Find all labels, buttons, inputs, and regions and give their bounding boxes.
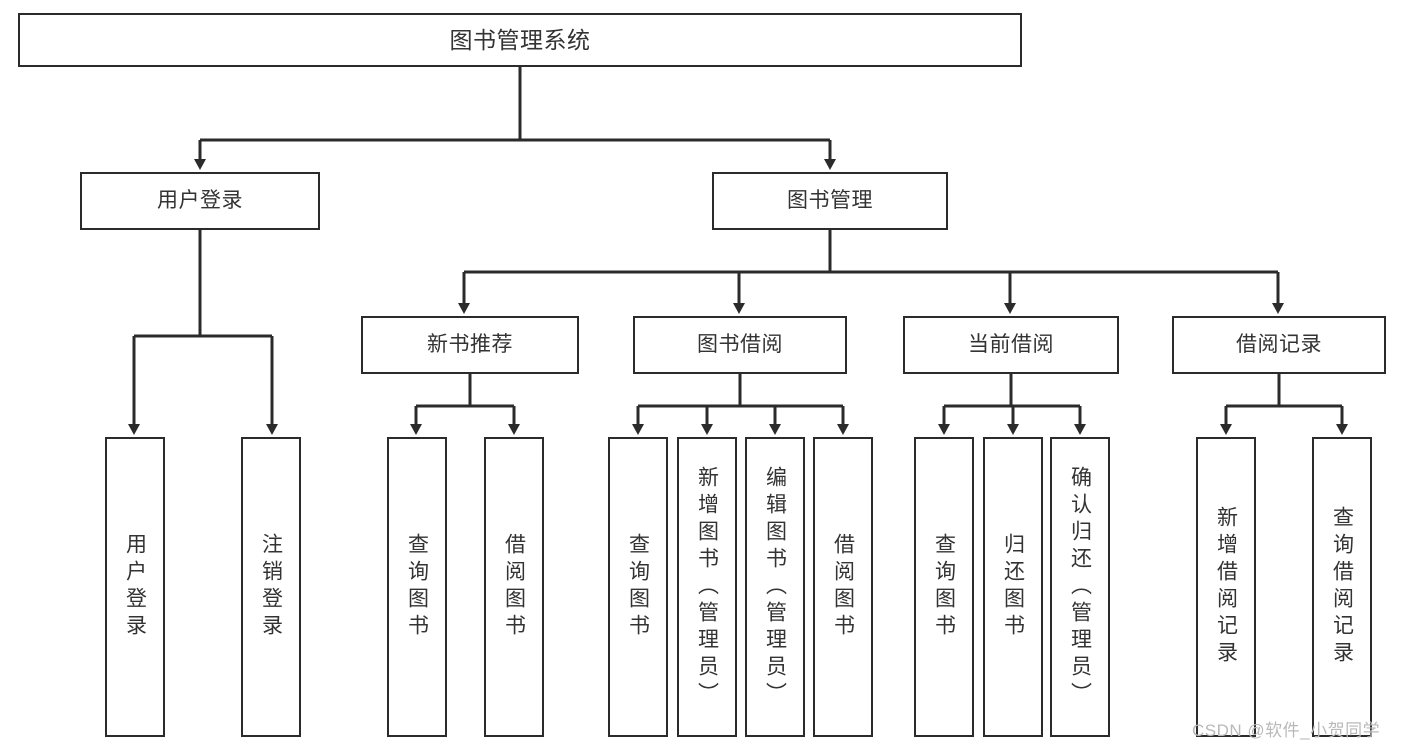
node-book-manage-label: 图书管理 bbox=[787, 188, 873, 212]
node-leaf-add-record-label: 新增借阅记录 bbox=[1214, 506, 1238, 668]
node-new-book-rec[interactable]: 新书推荐 bbox=[361, 316, 579, 374]
node-leaf-query-book-2[interactable]: 查询图书 bbox=[608, 437, 668, 737]
node-leaf-confirm-return-label: 确认归还（管理员） bbox=[1068, 465, 1092, 709]
node-user-login[interactable]: 用户登录 bbox=[80, 172, 320, 230]
node-leaf-borrow-book-2-label: 借阅图书 bbox=[831, 533, 855, 641]
node-leaf-user-login-label: 用户登录 bbox=[123, 533, 147, 641]
node-leaf-borrow-book-1-label: 借阅图书 bbox=[502, 533, 526, 641]
node-leaf-query-book-1[interactable]: 查询图书 bbox=[387, 437, 447, 737]
node-user-login-label: 用户登录 bbox=[157, 188, 243, 212]
node-new-book-rec-label: 新书推荐 bbox=[427, 332, 513, 356]
node-leaf-return-book[interactable]: 归还图书 bbox=[983, 437, 1043, 737]
node-leaf-query-record-label: 查询借阅记录 bbox=[1330, 506, 1354, 668]
node-leaf-query-book-3-label: 查询图书 bbox=[932, 533, 956, 641]
node-leaf-query-record[interactable]: 查询借阅记录 bbox=[1312, 437, 1372, 737]
node-book-manage[interactable]: 图书管理 bbox=[712, 172, 948, 230]
node-leaf-edit-book[interactable]: 编辑图书（管理员） bbox=[745, 437, 805, 737]
node-book-borrow[interactable]: 图书借阅 bbox=[633, 316, 847, 374]
node-root[interactable]: 图书管理系统 bbox=[18, 13, 1022, 67]
node-leaf-logout[interactable]: 注销登录 bbox=[241, 437, 301, 737]
node-leaf-add-book[interactable]: 新增图书（管理员） bbox=[677, 437, 737, 737]
watermark: CSDN @软件_小贺同学 bbox=[1192, 721, 1381, 740]
node-leaf-query-book-3[interactable]: 查询图书 bbox=[914, 437, 974, 737]
node-leaf-return-book-label: 归还图书 bbox=[1001, 533, 1025, 641]
node-leaf-query-book-2-label: 查询图书 bbox=[626, 533, 650, 641]
node-borrow-record[interactable]: 借阅记录 bbox=[1172, 316, 1386, 374]
node-leaf-add-record[interactable]: 新增借阅记录 bbox=[1196, 437, 1256, 737]
node-current-borrow-label: 当前借阅 bbox=[968, 332, 1054, 356]
node-leaf-query-book-1-label: 查询图书 bbox=[405, 533, 429, 641]
node-book-borrow-label: 图书借阅 bbox=[697, 332, 783, 356]
node-leaf-confirm-return[interactable]: 确认归还（管理员） bbox=[1050, 437, 1110, 737]
node-leaf-logout-label: 注销登录 bbox=[259, 533, 283, 641]
node-root-label: 图书管理系统 bbox=[449, 26, 591, 53]
node-leaf-borrow-book-2[interactable]: 借阅图书 bbox=[813, 437, 873, 737]
node-leaf-user-login[interactable]: 用户登录 bbox=[105, 437, 165, 737]
node-leaf-add-book-label: 新增图书（管理员） bbox=[695, 465, 719, 709]
node-borrow-record-label: 借阅记录 bbox=[1236, 332, 1322, 356]
node-leaf-borrow-book-1[interactable]: 借阅图书 bbox=[484, 437, 544, 737]
node-leaf-edit-book-label: 编辑图书（管理员） bbox=[763, 465, 787, 709]
node-current-borrow[interactable]: 当前借阅 bbox=[903, 316, 1119, 374]
